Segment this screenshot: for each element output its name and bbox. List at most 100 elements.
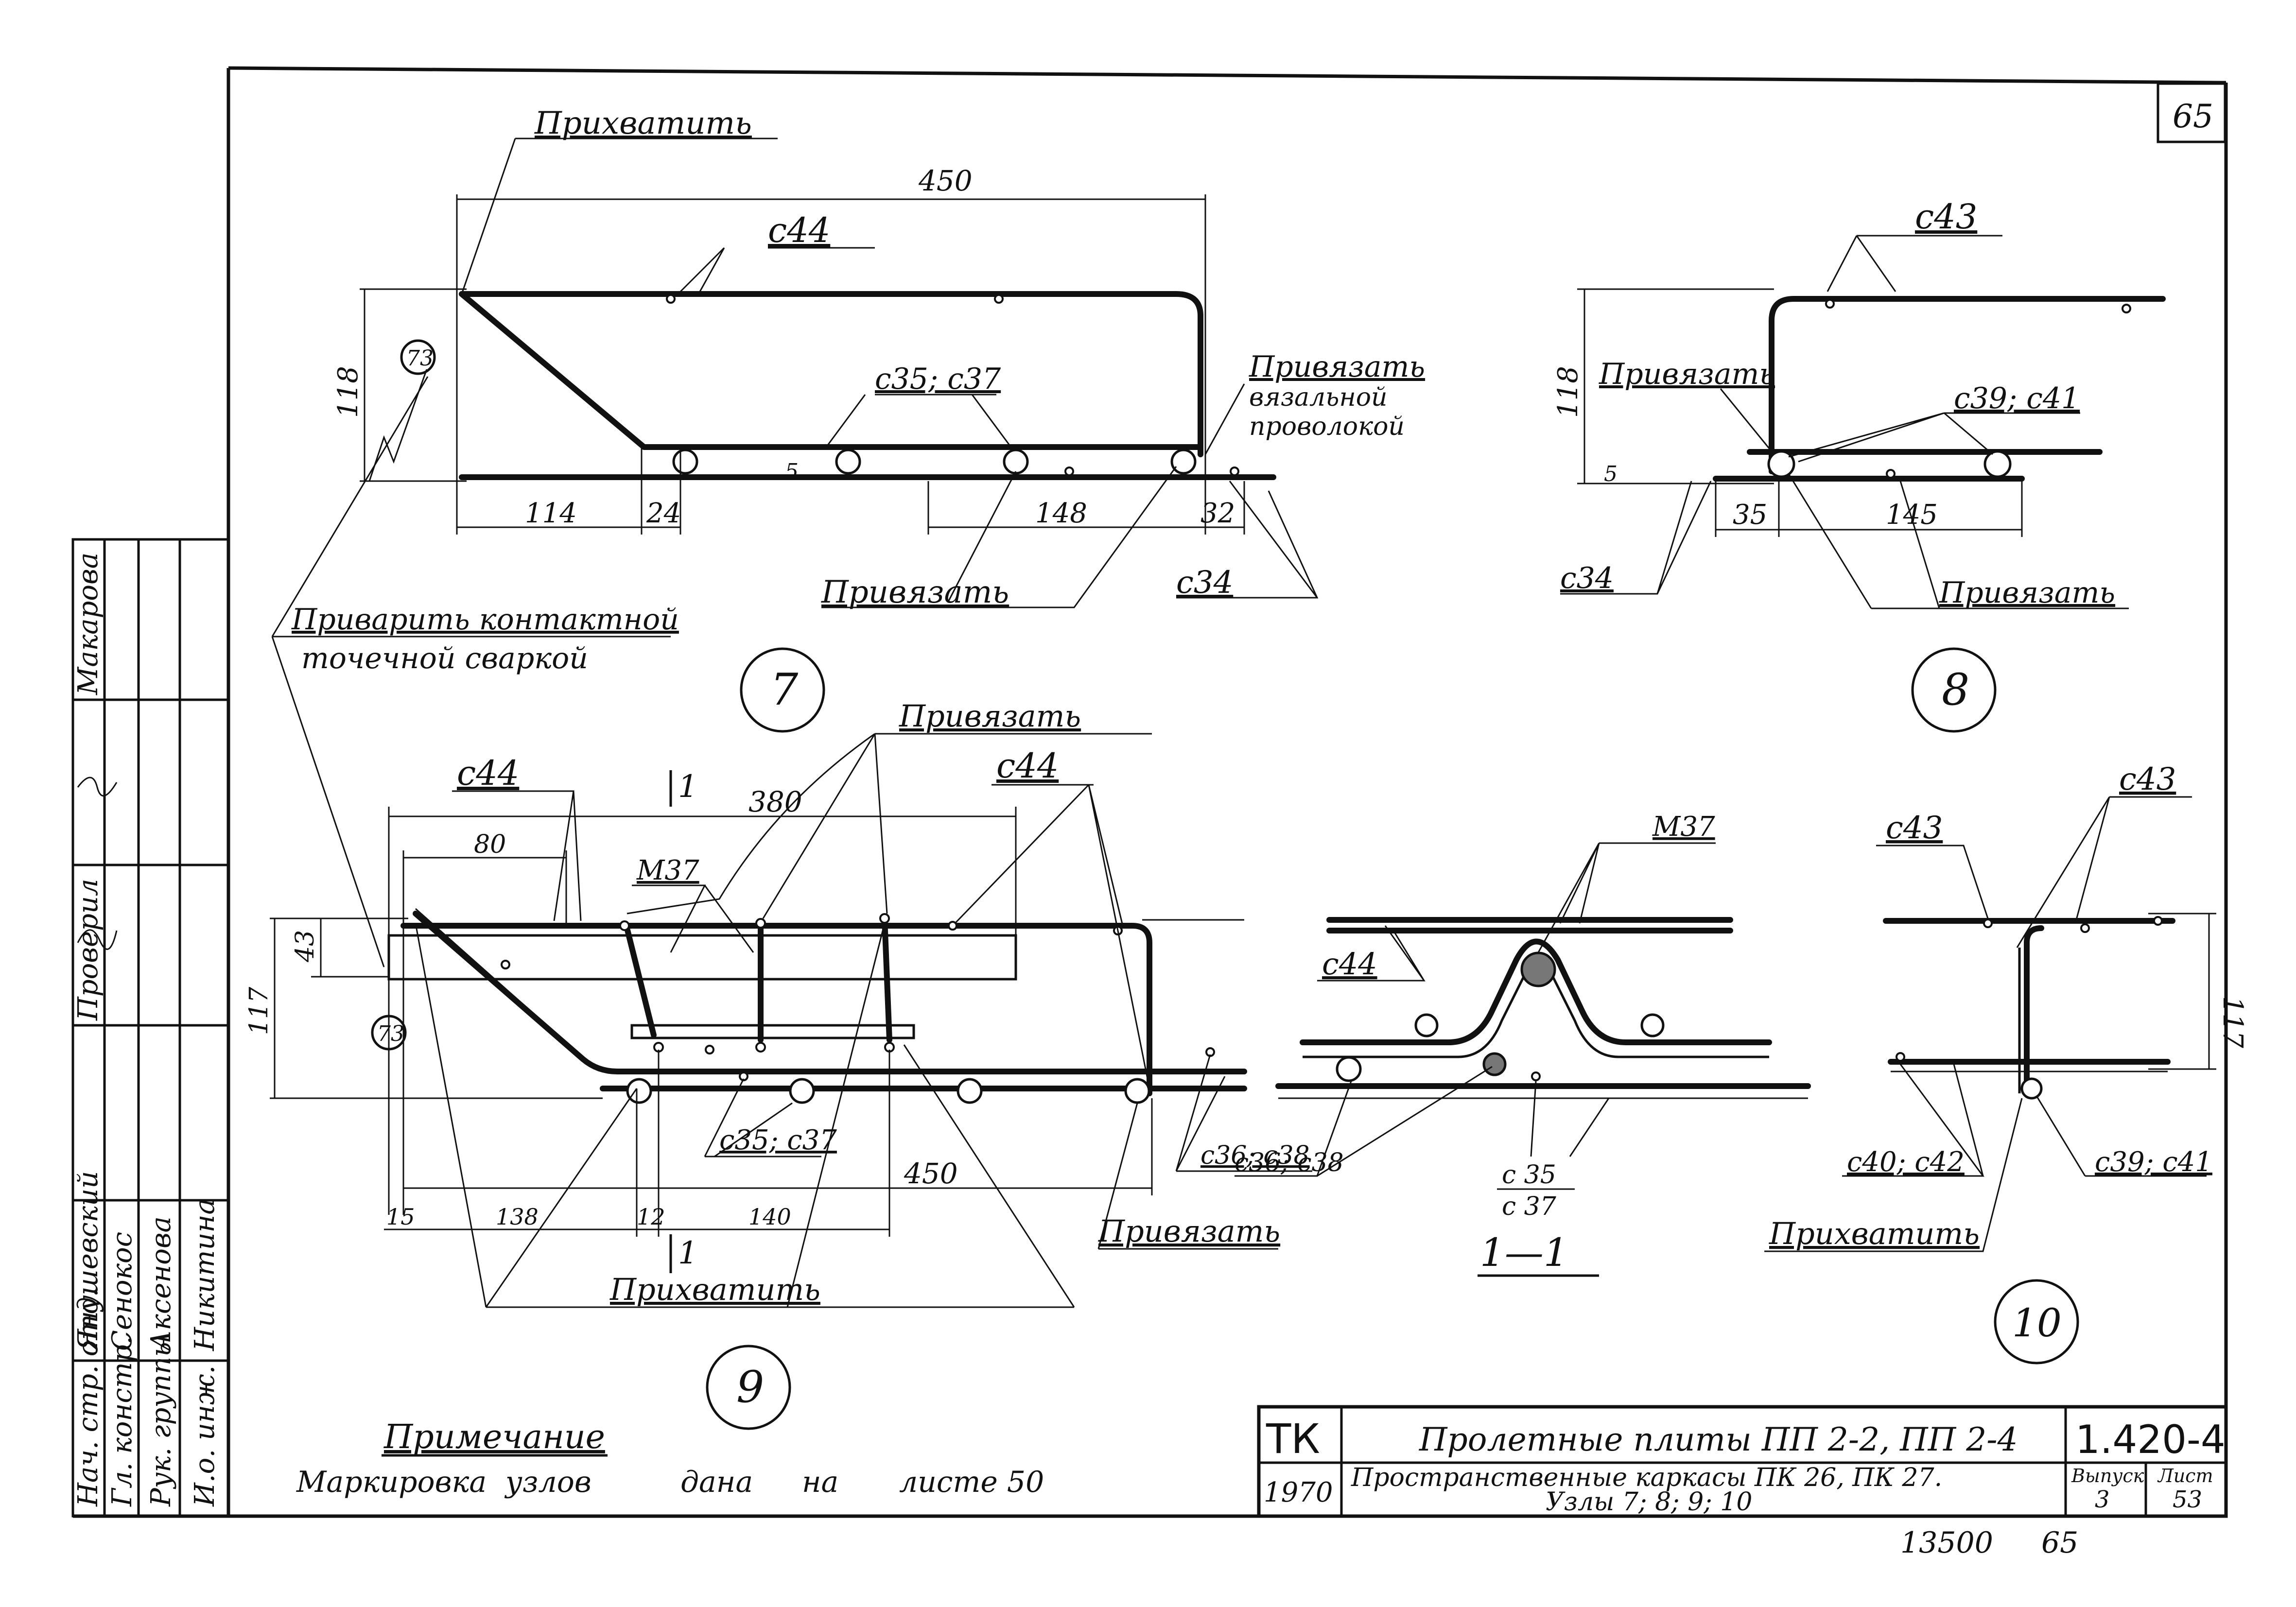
node8-rod-bottom: с34 [1560,561,1614,595]
stamp-role-3: Рук. группы [145,1334,177,1507]
stamp-name-1: Янушевский [72,1171,104,1352]
node9-tack-bottom: Прихватить [609,1272,820,1307]
title-block: ТК 1970 Пролетные плиты ПП 2-2, ПП 2-4 П… [1257,1405,2228,1518]
node9-section-bottom: 1 [678,1235,698,1271]
node9-dim-b: 15 [386,1204,415,1230]
node9-section-top: 1 [678,769,698,805]
node9-dim-e: 140 [748,1204,791,1230]
stamp-role-4: И.о. инж. [189,1365,221,1507]
node7-dim-a: 114 [525,498,577,529]
approval-stamp: Нач. стр. отд. Гл. констр. Рук. группы И… [71,538,230,1518]
node10-rods-bottom-left: с40; с42 [1847,1146,1965,1178]
node9-rods-right: с36; с38 [1200,1141,1310,1170]
node7-number: 7 [770,664,799,715]
node9-dim-h2: 117 [244,986,274,1035]
node7-dim-height: 118 [332,366,364,418]
node10-dim-height: 117 [2217,996,2248,1048]
node8-dim-b: 145 [1886,499,1938,531]
note: Примечание Маркировка узлов дана на лист… [296,1418,1044,1499]
title-line2: Пространственные каркасы ПК 26, ПК 27. [1351,1463,1942,1492]
node9-dim-a: 80 [474,830,506,859]
node7-rod-bottom: с34 [1176,565,1233,601]
sheet-frame: 65 [73,66,2228,1518]
node9-tie-right: Привязать [1098,1213,1280,1249]
node8-tie-bottom: Привязать [1939,576,2115,610]
issue-label: Выпуск [2071,1465,2144,1486]
node-8: 118 35 145 5 с43 Привязать с39; с41 с34 … [1552,197,2166,733]
note-text-4: на [802,1465,838,1499]
stamp-role-1: Нач. стр. отд. [72,1288,104,1507]
title-year: 1970 [1264,1477,1333,1508]
note-text-3: дана [680,1465,753,1499]
node7-note-tack: Прихватить [534,105,752,141]
weld-note: Приварить контактной точечной сваркой [271,376,679,968]
note-text-5: листе 50 [899,1465,1044,1499]
node7-rods-mid: с35; с37 [875,362,1001,396]
node9-mesh: М37 [636,855,699,886]
note-heading: Примечание [383,1418,605,1456]
node9-rod-top-right: с44 [996,746,1059,786]
archive-page: 65 [2041,1526,2078,1560]
weld-note-line2: точечной сваркой [301,641,588,675]
node7-dim-c: 148 [1035,498,1087,529]
node8-number: 8 [1942,664,1969,715]
node10-rods-bottom-right: с39; с41 [2095,1146,2212,1178]
section-rod-top: с44 [1322,946,1377,982]
stamp-role-2: Гл. констр. [106,1336,138,1507]
sheet-label: Лист [2157,1465,2213,1486]
archive-number: 13500 [1900,1526,1993,1560]
section-mesh: М37 [1652,811,1715,843]
node9-ref-mark: 73 [377,1021,404,1046]
node7-tie-note-line1: Привязать [1249,350,1425,384]
title-line1: Пролетные плиты ПП 2-2, ПП 2-4 [1419,1421,2018,1458]
node9-dim-total: 450 [904,1157,958,1190]
stamp-name-4: Никитина [189,1198,221,1351]
stamp-checker: Макарова [72,553,104,695]
node9-dim-c: 138 [496,1204,539,1230]
node10-rod-top-left: с43 [1886,810,1943,846]
node10-number: 10 [2012,1300,2062,1346]
note-text-1: Маркировка [296,1465,487,1499]
node8-tie-left: Привязать [1599,357,1775,391]
node9-dim-h1: 43 [291,930,320,963]
node9-dim-d: 12 [637,1204,665,1230]
node8-dim-height: 118 [1552,366,1584,418]
title-org: ТК [1266,1415,1320,1463]
section-rods-right: с36; с38 [1235,1148,1344,1177]
node8-rod-top: с43 [1915,197,1977,237]
node7-ref-mark: 73 [406,346,434,371]
node10-tack: Прихватить [1769,1216,1980,1251]
section-rods-bottom-1: с 35 [1502,1160,1556,1190]
node-7: 450 118 114 24 148 32 5 73 Прихватить с4… [332,105,1425,733]
node7-tie-note-line3: проволокой [1249,412,1405,441]
section-rods-bottom-2: с 37 [1502,1192,1557,1221]
node7-rod-top: с44 [768,210,830,250]
node7-tie-bottom: Привязать [821,574,1009,610]
node-10: 117 с43 с43 с40; с42 с39; с41 Прихватить… [1764,761,2248,1365]
node10-rod-top-right: с43 [2119,761,2176,797]
node9-number: 9 [736,1362,764,1413]
signature-mark [77,929,118,950]
doc-code: 1.420-4 [2075,1417,2226,1462]
issue-number: 3 [2095,1486,2110,1513]
node7-dim-d: 32 [1200,498,1235,529]
node7-dim-e: 5 [785,459,799,484]
note-text-2: узлов [504,1465,591,1499]
stamp-checked-label: Проверил [72,879,104,1021]
node9-tie-top: Привязать [899,698,1081,734]
node9-dim-top: 380 [748,785,802,818]
node8-dim-e: 5 [1604,462,1618,486]
page-number: 65 [2173,98,2213,135]
node7-dim-b: 24 [646,498,681,529]
sheet-number: 53 [2173,1486,2202,1513]
node8-dim-a: 35 [1733,499,1767,531]
stamp-name-3: Аксенова [145,1216,177,1353]
title-line3: Узлы 7; 8; 9; 10 [1546,1487,1753,1517]
node-9: 1 1 380 80 43 117 450 15 138 12 140 73 с… [244,698,1312,1430]
node7-dim-total: 450 [918,164,973,197]
node7-tie-note-line2: вязальной [1249,383,1388,412]
stamp-name-2: Сенокос [106,1232,138,1351]
node9-rod-top-left: с44 [457,753,519,793]
section-1-1: М37 с44 с36; с38 с 35 с 37 1—1 [1235,811,1811,1277]
